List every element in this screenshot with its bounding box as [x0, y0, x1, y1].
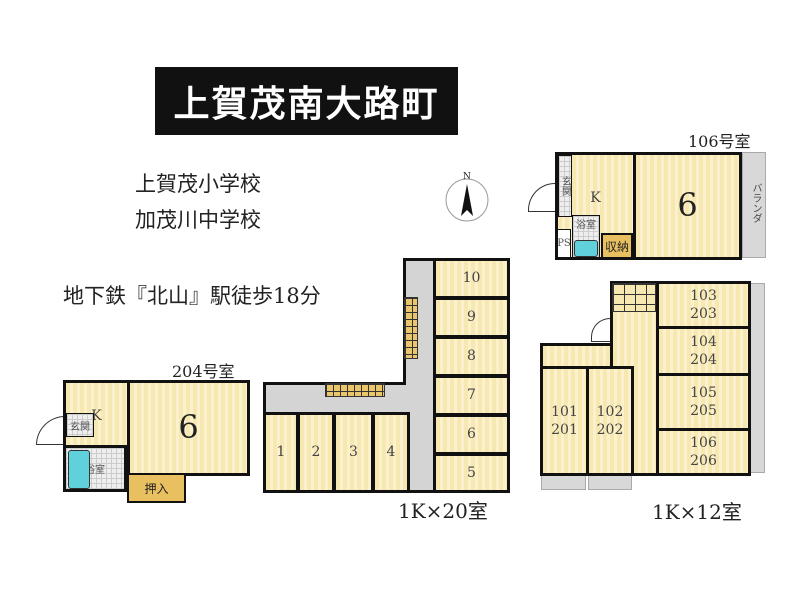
kitchen-label: K [91, 408, 102, 424]
unit-106-entrance-door [528, 183, 555, 212]
building-a-room: 4 [372, 412, 410, 493]
stairs-vertical [404, 297, 418, 359]
balcony-label: バランダ [750, 183, 761, 223]
building-a-room: 1 [263, 412, 299, 493]
building-b-balcony [588, 474, 632, 490]
unit-204-label: 204号室 [172, 362, 235, 381]
unit-106-balcony: バランダ [742, 152, 766, 258]
compass-icon: N [444, 172, 490, 226]
building-b-room: 103 203 [656, 281, 751, 329]
north-label: N [463, 172, 471, 182]
building-a-room: 7 [433, 375, 510, 416]
building-b-room: 104 204 [656, 326, 751, 376]
building-b-balcony [541, 474, 586, 490]
building-a-room: 8 [433, 336, 510, 377]
building-b-room: 106 206 [656, 428, 751, 476]
bathtub-icon [574, 240, 598, 257]
unit-204-closet: 押入 [127, 473, 186, 503]
bathtub-icon [68, 450, 90, 489]
building-b-room: 102 202 [586, 366, 634, 476]
building-b-room: 105 205 [656, 373, 751, 431]
page-title: 上賀茂南大路町 [155, 67, 458, 135]
junior-high-school: 加茂川中学校 [135, 208, 261, 232]
building-a-room: 6 [433, 414, 510, 455]
building-a-room: 3 [333, 412, 374, 493]
unit-106-entrance: 玄関 [558, 155, 572, 217]
unit-106-storage: 収納 [601, 233, 633, 259]
stairs-horizontal [325, 383, 385, 397]
building-b-balcony-right [750, 283, 765, 473]
building-b-entrance-door [591, 318, 610, 342]
building-a-summary: 1K×20室 [398, 499, 488, 523]
building-b-stairs [612, 283, 656, 312]
unit-106-main-room: 6 [633, 152, 742, 260]
building-a-room: 10 [433, 258, 510, 299]
unit-204-main-room: 6 [127, 380, 250, 476]
elementary-school: 上賀茂小学校 [135, 172, 261, 196]
unit-106-ps: PS [557, 229, 571, 258]
station-access: 地下鉄『北山』駅徒歩18分 [63, 284, 321, 308]
building-a-room: 9 [433, 297, 510, 338]
building-a-room: 5 [433, 453, 510, 493]
kitchen-label: K [590, 190, 601, 206]
building-a-room: 2 [297, 412, 335, 493]
unit-204-entrance-door [36, 416, 65, 445]
bath-label: 浴室 [85, 465, 105, 476]
unit-204-entrance: 玄関 [66, 413, 94, 437]
unit-106-label: 106号室 [688, 132, 751, 151]
building-b-summary: 1K×12室 [652, 500, 742, 524]
building-b-room: 101 201 [540, 366, 589, 476]
